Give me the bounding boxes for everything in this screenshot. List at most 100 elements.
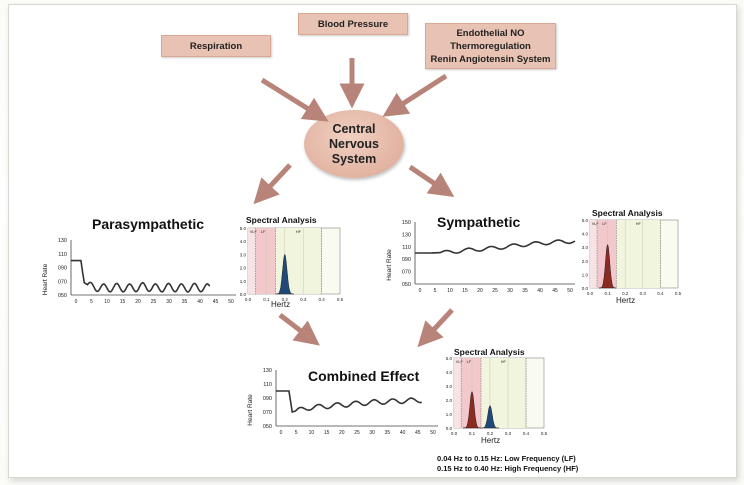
combined-vlf-band xyxy=(454,358,462,428)
sympathetic-xtick: 10 xyxy=(447,288,453,294)
parasympathetic-ylabel: Heart Rate xyxy=(42,263,49,295)
combined-xtick: 50 xyxy=(430,430,436,436)
parasympathetic-xtick: 30 xyxy=(166,299,172,305)
parasympathetic-xtick: 40 xyxy=(197,299,203,305)
spectral-title-combined: Spectral Analysis xyxy=(454,347,525,357)
sympathetic-spec-xtick: 0.4 xyxy=(657,291,664,296)
combined-xtick: 40 xyxy=(400,430,406,436)
combined-spec-ytick: 5.0 xyxy=(446,356,453,361)
parasympathetic-spec-xtick: 0.2 xyxy=(282,297,289,302)
cns-line-1: Central xyxy=(332,121,376,136)
parasympathetic-trace-line xyxy=(71,259,211,293)
combined-hf-label: HF xyxy=(501,360,507,364)
combined-ytick: 110 xyxy=(263,382,272,388)
combined-hf-peak xyxy=(481,405,499,429)
combined-lf-band xyxy=(461,358,481,428)
combined-xtick: 0 xyxy=(280,430,283,436)
combined-spec-xtick: 0.0 xyxy=(451,431,458,436)
sympathetic-xtick: 35 xyxy=(522,288,528,294)
legend: 0.04 Hz to 0.15 Hz: Low Frequency (LF) 0… xyxy=(437,454,578,474)
combined-xtick: 20 xyxy=(339,430,345,436)
parasympathetic-spec-ytick: 1.0 xyxy=(240,279,247,284)
combined-xtick: 45 xyxy=(415,430,421,436)
cns-line-2: Nervous xyxy=(328,136,380,151)
parasympathetic-spec-ytick: 2.0 xyxy=(240,266,247,271)
sympathetic-xtick: 15 xyxy=(462,288,468,294)
arrow-sympathetic-to-combined xyxy=(417,308,454,348)
cns-line-3: System xyxy=(331,151,377,166)
legend-lf: 0.04 Hz to 0.15 Hz: Low Frequency (LF) xyxy=(437,454,576,463)
sympathetic-vlf-label: VLF xyxy=(592,222,600,226)
combined-lf-label: LF xyxy=(467,360,472,364)
combined-spec-ytick: 4.0 xyxy=(446,370,453,375)
arrow-parasympathetic-to-combined xyxy=(278,313,320,346)
sympathetic-hf-band xyxy=(616,220,661,288)
parasympathetic-ytick: 070 xyxy=(58,279,67,285)
blood-pressure-box: Blood Pressure xyxy=(298,13,408,35)
sympathetic-xtick: 20 xyxy=(477,288,483,294)
legend-hf: 0.15 Hz to 0.40 Hz: High Frequency (HF) xyxy=(437,464,579,473)
parasympathetic-spec-xtick: 0.5 xyxy=(337,297,344,302)
parasympathetic-xtick: 15 xyxy=(120,299,126,305)
parasympathetic-title: Parasympathetic xyxy=(92,216,205,232)
sympathetic-spec-xtick: 0.2 xyxy=(622,291,629,296)
sympathetic-spec-ytick: 1.0 xyxy=(582,272,589,277)
combined-ytick: 050 xyxy=(263,424,272,430)
spectral-title-parasympathetic: Spectral Analysis xyxy=(246,215,317,225)
combined-spec-xtick: 0.4 xyxy=(523,431,530,436)
parasympathetic-xtick: 35 xyxy=(182,299,188,305)
combined-spec-ytick: 2.0 xyxy=(446,398,453,403)
parasympathetic-ytick: 050 xyxy=(58,293,67,299)
sympathetic-ytick: 090 xyxy=(402,257,411,263)
combined-effect-title: Combined Effect xyxy=(308,368,420,384)
sympathetic-spec-xtick: 0.3 xyxy=(640,291,647,296)
arrow-cns-to-sympathetic xyxy=(408,164,455,198)
parasympathetic-xtick: 50 xyxy=(228,299,234,305)
sympathetic-ylabel: Heart Rate xyxy=(386,249,393,281)
parasympathetic-spec-xtick: 0.0 xyxy=(245,297,252,302)
sympathetic-lf-peak xyxy=(598,243,617,289)
parasympathetic-vlf-band xyxy=(248,228,256,294)
sympathetic-ytick: 070 xyxy=(402,270,411,276)
spectral-title-sympathetic: Spectral Analysis xyxy=(592,208,663,218)
sympathetic-xtick: 45 xyxy=(552,288,558,294)
sympathetic-xtick: 25 xyxy=(492,288,498,294)
parasympathetic-lf-label: LF xyxy=(261,230,266,234)
sympathetic-ytick: 130 xyxy=(402,232,411,238)
hertz-label-parasympathetic: Hertz xyxy=(271,300,291,309)
blood-pressure-label: Blood Pressure xyxy=(317,18,389,30)
sympathetic-vlf-band xyxy=(590,220,598,288)
parasympathetic-lf-band xyxy=(255,228,276,294)
combined-ytick: 070 xyxy=(263,410,272,416)
sympathetic-ytick: 050 xyxy=(402,282,411,288)
sympathetic-xtick: 40 xyxy=(537,288,543,294)
combined-xtick: 5 xyxy=(295,430,298,436)
combined-xtick: 15 xyxy=(324,430,330,436)
combined-spec-xtick: 0.3 xyxy=(505,431,512,436)
sympathetic-xtick: 30 xyxy=(507,288,513,294)
combined-xtick: 25 xyxy=(354,430,360,436)
sympathetic-spec-ytick: 0.0 xyxy=(582,286,589,291)
sympathetic-spec-ytick: 5.0 xyxy=(582,218,589,223)
combined-spec-ytick: 0.0 xyxy=(446,426,453,431)
sympathetic-spec-ytick: 3.0 xyxy=(582,245,589,250)
combined-spec-ytick: 3.0 xyxy=(446,384,453,389)
parasympathetic-spec-xtick: 0.1 xyxy=(263,297,270,302)
respiration-box: Respiration xyxy=(161,35,271,57)
combined-trace-line xyxy=(276,390,422,414)
combined-xtick: 10 xyxy=(309,430,315,436)
parasympathetic-hf-label: HF xyxy=(296,230,302,234)
parasympathetic-spec-xtick: 0.3 xyxy=(300,297,307,302)
arrow-cns-to-parasympathetic xyxy=(253,163,292,205)
parasympathetic-ytick: 130 xyxy=(58,238,67,244)
parasympathetic-xtick: 10 xyxy=(104,299,110,305)
parasympathetic-xtick: 25 xyxy=(151,299,157,305)
parasympathetic-spec-xtick: 0.4 xyxy=(318,297,325,302)
hertz-label-combined: Hertz xyxy=(481,436,501,445)
